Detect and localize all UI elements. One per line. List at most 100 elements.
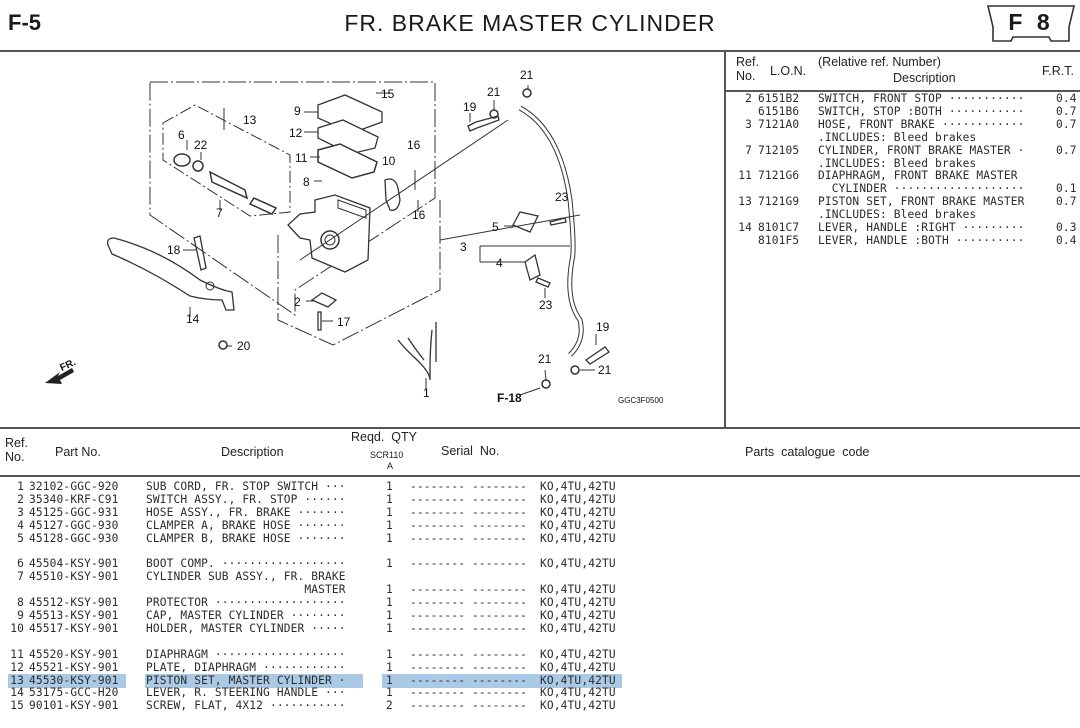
part-ref: 15 bbox=[10, 699, 24, 713]
assembly-boundary-7 bbox=[149, 81, 436, 316]
table-header-reqd-qty: Reqd. QTY bbox=[351, 430, 417, 444]
table-header-serial-no: Serial No. bbox=[441, 444, 500, 458]
frt-header-divider bbox=[725, 90, 1080, 92]
callout-12: 12 bbox=[289, 126, 303, 140]
callout-10: 10 bbox=[382, 154, 396, 168]
catalogue-codes: KO,4TU,42TU bbox=[540, 492, 616, 506]
seal-22 bbox=[192, 160, 204, 172]
catalogue-codes: KO,4TU,42TU bbox=[540, 518, 616, 532]
part-description: HOSE ASSY., FR. BRAKE ······· bbox=[146, 505, 346, 519]
part-description: DIAPHRAGM ··················· bbox=[146, 647, 346, 661]
frt-ref: 11 bbox=[738, 169, 752, 183]
pivot-bolt-18 bbox=[193, 235, 207, 271]
bolt-23-bottom bbox=[535, 277, 551, 288]
diagram-panel-divider bbox=[724, 50, 726, 428]
exploded-parts-diagram bbox=[45, 81, 610, 396]
frt-lon: 6151B2 bbox=[758, 92, 800, 105]
frt-header-ref: Ref.No. bbox=[736, 55, 759, 83]
part-quantity: 1 bbox=[386, 609, 393, 622]
frt-lon: 8101C7 bbox=[758, 221, 800, 234]
nut-20 bbox=[218, 340, 228, 350]
part-ref: 4 bbox=[17, 518, 24, 532]
frt-header-ref-line2: No. bbox=[736, 69, 756, 83]
frt-row: .INCLUDES: Bleed brakes bbox=[730, 208, 1080, 222]
part-quantity: 1 bbox=[386, 686, 393, 700]
catalogue-codes: KO,4TU,42TU bbox=[540, 660, 616, 674]
catalogue-codes: KO,4TU,42TU bbox=[540, 480, 616, 493]
part-description: CLAMPER B, BRAKE HOSE ······· bbox=[146, 531, 346, 545]
part-quantity: 1 bbox=[386, 673, 393, 687]
catalogue-codes: KO,4TU,42TU bbox=[540, 583, 616, 597]
frt-header-relative-ref: (Relative ref. Number) bbox=[818, 55, 941, 69]
serial-range: -------- -------- bbox=[410, 492, 528, 506]
part-description: CYLINDER SUB ASSY., FR. BRAKE bbox=[146, 570, 346, 584]
table-header-model-sub: A bbox=[387, 461, 394, 471]
washer-21-bottom-left bbox=[541, 379, 551, 389]
frt-ref: 13 bbox=[738, 195, 752, 209]
row-highlight bbox=[8, 673, 126, 688]
table-header-ref: Ref.No. bbox=[5, 436, 28, 464]
frt-row: .INCLUDES: Bleed brakes bbox=[730, 130, 1080, 145]
clamper-5 bbox=[512, 211, 539, 233]
part-description: HOLDER, MASTER CYLINDER ····· bbox=[146, 621, 346, 635]
cross-reference-link[interactable]: F-18 bbox=[497, 391, 522, 405]
table-row[interactable]: 8 45512-KSY-901 PROTECTOR ················… bbox=[0, 596, 640, 610]
part-description: SWITCH ASSY., FR. STOP ······ bbox=[146, 492, 346, 506]
part-number: 45127-GGC-930 bbox=[29, 518, 119, 532]
section-code: F-5 bbox=[8, 10, 41, 35]
serial-range: -------- -------- bbox=[410, 531, 528, 545]
part-description: BOOT COMP. ·················· bbox=[146, 557, 346, 571]
frt-description: SWITCH, STOP :BOTH ··········· bbox=[818, 104, 1025, 118]
part-ref: 8 bbox=[17, 596, 24, 610]
callout-8: 8 bbox=[303, 175, 310, 189]
callout-5: 5 bbox=[492, 220, 499, 234]
page-title: FR. BRAKE MASTER CYLINDER bbox=[0, 10, 1080, 37]
page-badge: F 8 bbox=[1008, 9, 1054, 35]
callout-21-d: 21 bbox=[598, 363, 612, 377]
bolt-23-top bbox=[549, 217, 567, 226]
frt-value: 0.4 bbox=[1056, 233, 1077, 247]
callout-19-bottom: 19 bbox=[596, 320, 610, 334]
frt-row: CYLINDER ···················0.1 bbox=[730, 182, 1080, 196]
callout-6: 6 bbox=[178, 128, 185, 142]
serial-range: -------- -------- bbox=[410, 505, 528, 519]
part-quantity: 1 bbox=[386, 531, 393, 545]
serial-range: -------- -------- bbox=[410, 686, 528, 700]
frt-value: 0.4 bbox=[1056, 92, 1077, 105]
part-quantity: 1 bbox=[386, 557, 393, 571]
frt-description: .INCLUDES: Bleed brakes bbox=[818, 130, 977, 144]
frt-lon: 8101F5 bbox=[758, 233, 800, 247]
frt-description: CYLINDER, FRONT BRAKE MASTER · bbox=[818, 143, 1025, 157]
frt-ref: 3 bbox=[745, 117, 752, 131]
callout-2: 2 bbox=[294, 295, 301, 309]
part-number: 45128-GGC-930 bbox=[29, 531, 119, 545]
frt-ref: 14 bbox=[738, 221, 752, 234]
part-description: PROTECTOR ··················· bbox=[146, 596, 346, 610]
part-number: 45512-KSY-901 bbox=[29, 596, 119, 610]
table-row[interactable]: 4 45127-GGC-930 CLAMPER A, BRAKE HOSE ····… bbox=[0, 518, 640, 533]
master-cylinder-body bbox=[287, 194, 371, 273]
part-description: SUB CORD, FR. STOP SWITCH ··· bbox=[146, 480, 346, 493]
callout-3: 3 bbox=[460, 240, 467, 254]
frt-value: 0.7 bbox=[1056, 104, 1077, 118]
frt-description: PISTON SET, FRONT BRAKE MASTER bbox=[818, 195, 1025, 209]
part-description: CLAMPER A, BRAKE HOSE ······· bbox=[146, 518, 346, 532]
part-description: PLATE, DIAPHRAGM ············ bbox=[146, 660, 346, 674]
part-number: 53175-GCC-H20 bbox=[29, 686, 119, 700]
